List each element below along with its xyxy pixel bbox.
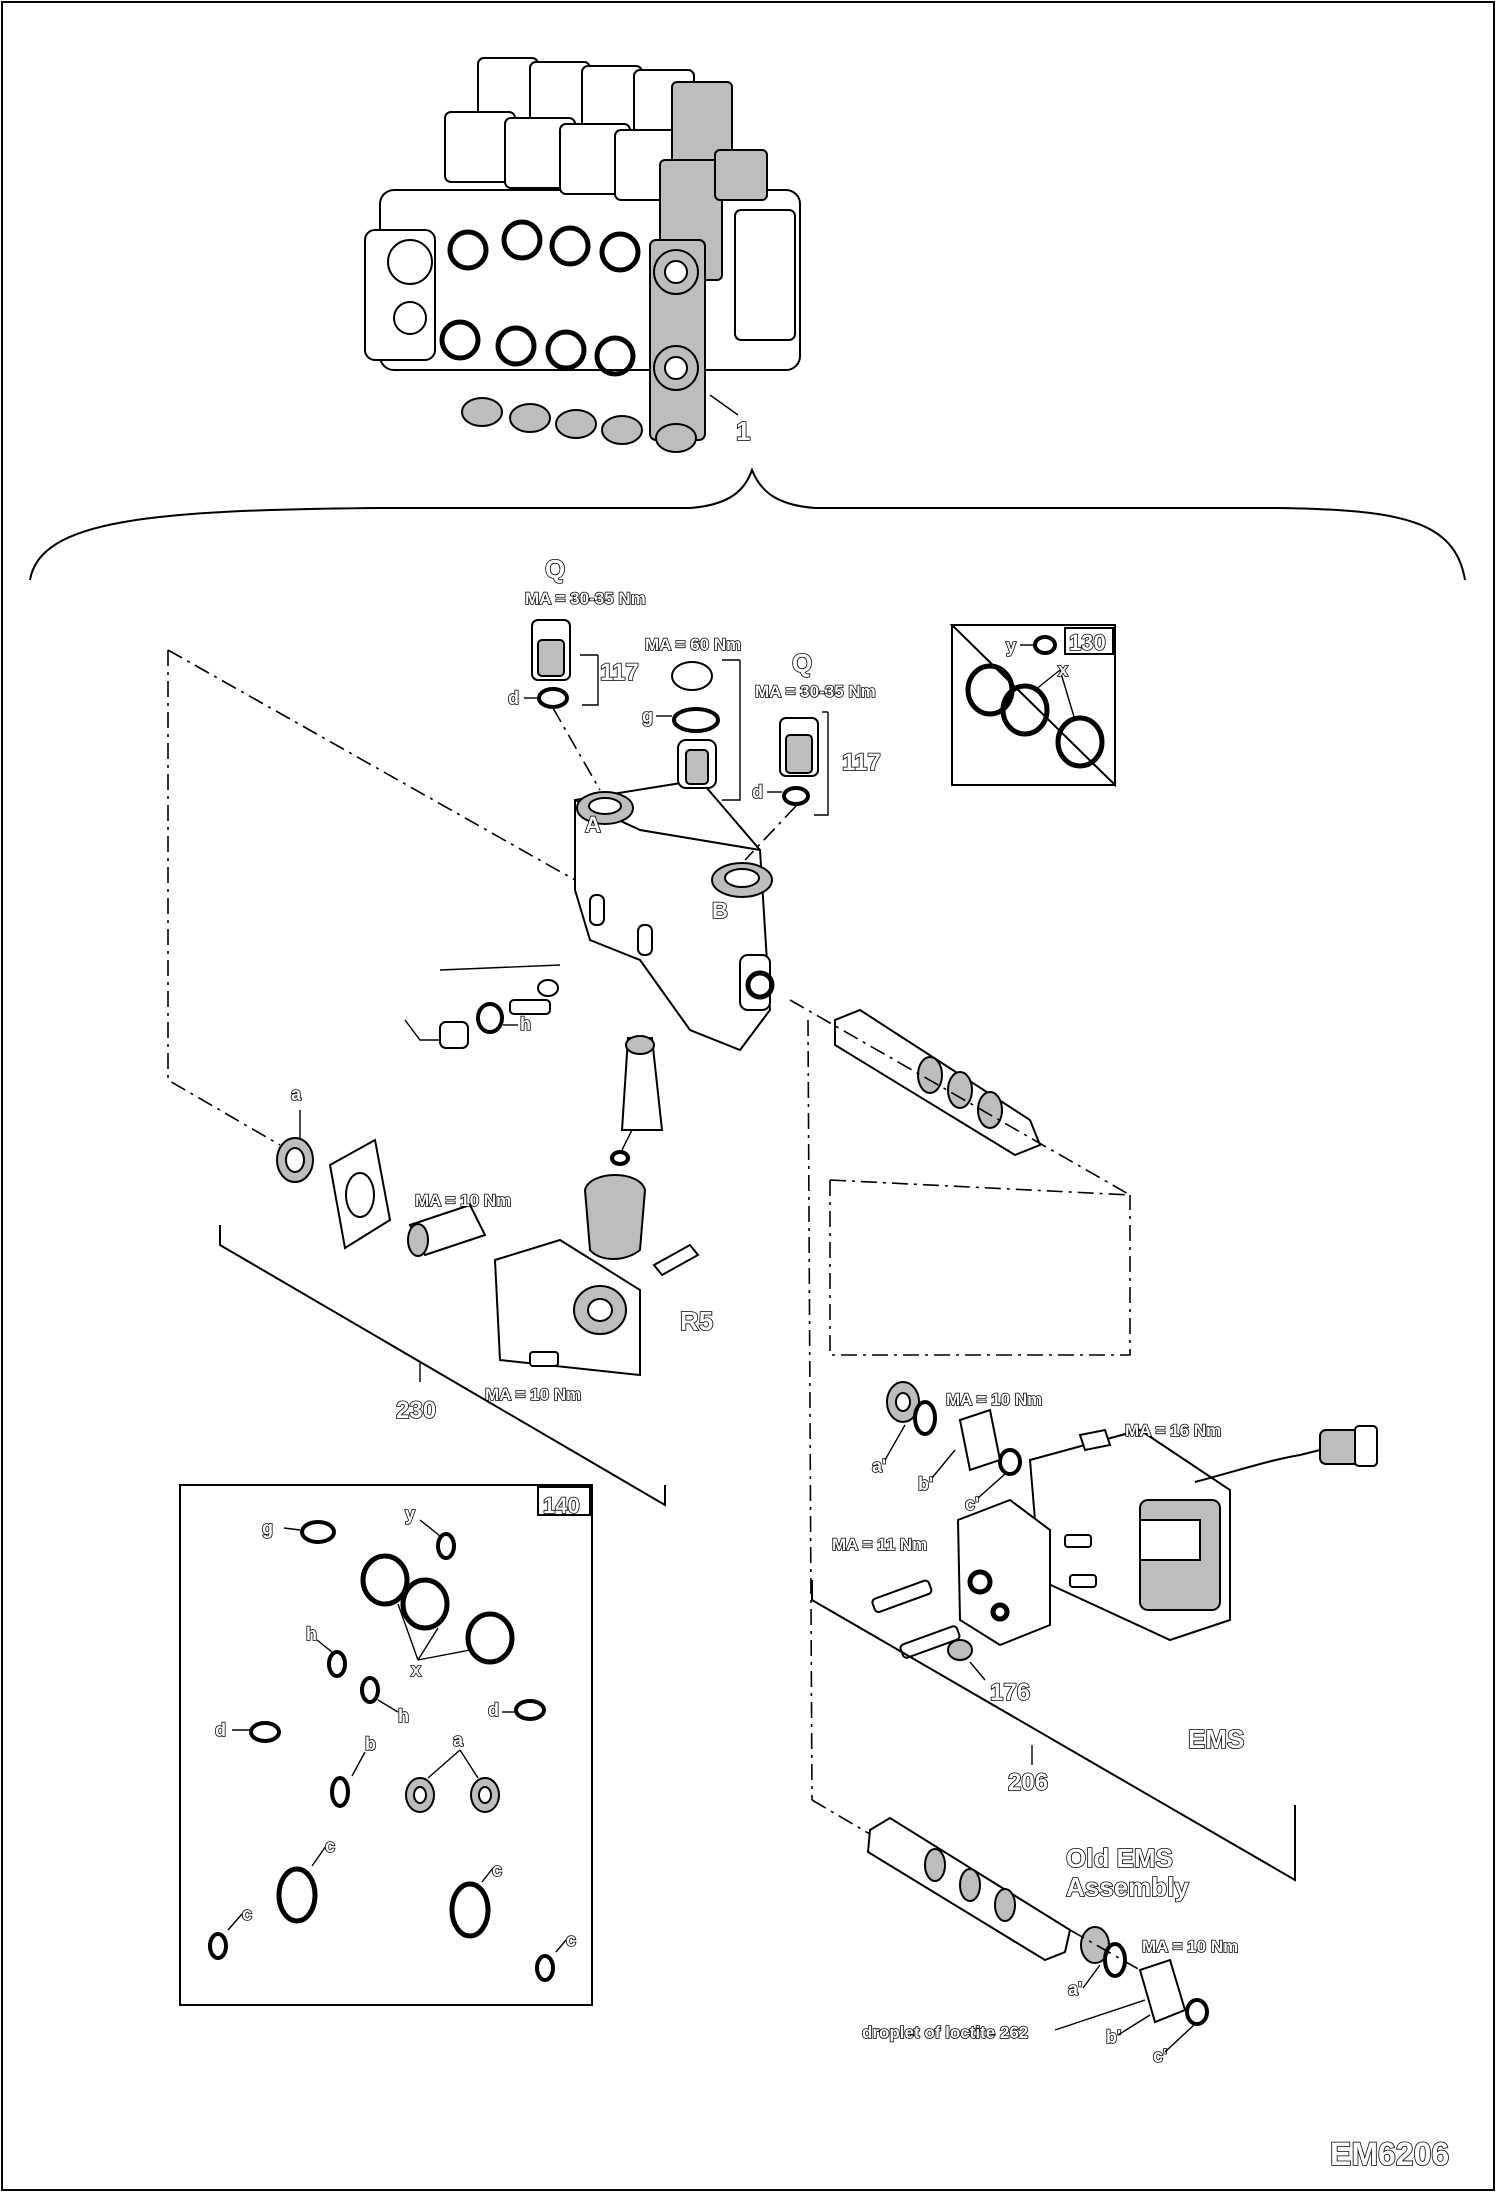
seal-a-flange-group (276, 1110, 392, 1250)
letter-a-prime-old: a' (1068, 1979, 1082, 1999)
torque-10-label-b: MA = 10 Nm (485, 1385, 581, 1404)
check-valve-center (671, 659, 741, 801)
loctite-note: droplet of loctite 262 (862, 2023, 1028, 2042)
valve-bank-assembly-illustration (364, 57, 801, 453)
spool-cap-housing-r5 (407, 1203, 641, 1377)
torque-11-label: MA = 11 Nm (832, 1535, 927, 1554)
torque-10-label-c: MA = 10 Nm (946, 1390, 1042, 1409)
letter-y-box130: y (1006, 636, 1016, 656)
letter-b-prime-ems: b' (918, 1474, 933, 1494)
assembly-dash-lines-right (807, 1019, 1131, 1841)
main-spool (834, 1008, 1042, 1157)
assembly-brace (29, 467, 1466, 581)
letter-d-box140-a: d (215, 1720, 226, 1740)
letter-d-left: d (508, 688, 519, 708)
seal-kit-box-130 (949, 624, 1116, 788)
item-206-label: 206 (1008, 1769, 1048, 1796)
item-117-label-b: 117 (842, 749, 881, 776)
lever-handle-group (583, 1035, 700, 1277)
letter-x-box130: x (1058, 660, 1068, 680)
old-ems-label-line2: Assembly (1066, 1872, 1189, 1902)
letter-y-box140: y (405, 1504, 415, 1524)
item-1-label: 1 (736, 416, 750, 446)
torque-16-label: MA = 16 Nm (1125, 1421, 1221, 1440)
ems-assembly (871, 1381, 1378, 1681)
relief-valve-q-left (531, 619, 601, 791)
torque-30-35-label-a: MA = 30-35 Nm (525, 589, 646, 608)
letter-a-prime-ems: a' (872, 1456, 886, 1476)
letter-h-box140-a: h (306, 1624, 317, 1644)
item-230-label: 230 (396, 1397, 436, 1424)
item-117-label-a: 117 (600, 659, 639, 686)
torque-30-35-label-b: MA = 30-35 Nm (755, 682, 876, 701)
item-176-label: 176 (990, 1679, 1030, 1706)
letter-b-box140: b (365, 1734, 376, 1754)
item-130-label: 130 (1069, 630, 1106, 655)
torque-60-label: MA = 60 Nm (645, 635, 741, 654)
item-140-label: 140 (543, 1493, 580, 1518)
section-valve-body (574, 778, 775, 1052)
relief-valve-q-right (744, 711, 829, 861)
letter-c-box140-b: c (492, 1860, 502, 1880)
letter-c-box140-a: c (325, 1836, 335, 1856)
port-b-label: B (712, 898, 728, 923)
letter-g-box140: g (262, 1518, 273, 1538)
old-ems-assembly (866, 1816, 1209, 2026)
letter-c-prime-ems: c' (965, 1494, 979, 1514)
letter-h-box140-b: h (398, 1706, 409, 1726)
old-ems-label-line1: Old EMS (1066, 1843, 1173, 1873)
letter-a-box140: a (453, 1730, 464, 1750)
r5-label: R5 (680, 1306, 713, 1336)
letter-c-box140-c: c (242, 1904, 252, 1924)
drawing-id: EM6206 (1330, 2136, 1449, 2172)
letter-d-right: d (752, 782, 763, 802)
letter-c-box140-d: c (566, 1930, 576, 1950)
torque-10-label-a: MA = 10 Nm (415, 1191, 511, 1210)
letter-c-prime-old: c' (1153, 2046, 1167, 2066)
bracket-230 (219, 1225, 666, 1507)
letter-g-center: g (642, 706, 653, 726)
port-a-label: A (585, 812, 601, 837)
torque-10-label-d: MA = 10 Nm (1142, 1937, 1238, 1956)
plug-h-group (404, 964, 561, 1049)
q-top-label: Q (545, 554, 565, 584)
seal-kit-box-140 (179, 1484, 593, 2006)
letter-d-box140-b: d (488, 1700, 499, 1720)
letter-b-prime-old: b' (1106, 2027, 1121, 2047)
letter-h-plug: h (520, 1014, 531, 1034)
letter-x-box140: x (411, 1660, 421, 1680)
q-right-label: Q (792, 648, 812, 678)
ems-label: EMS (1188, 1724, 1244, 1754)
letter-a-seal: a (291, 1084, 302, 1104)
assembly-dash-lines-left (167, 649, 576, 1146)
bracket-206 (811, 1580, 1296, 1882)
